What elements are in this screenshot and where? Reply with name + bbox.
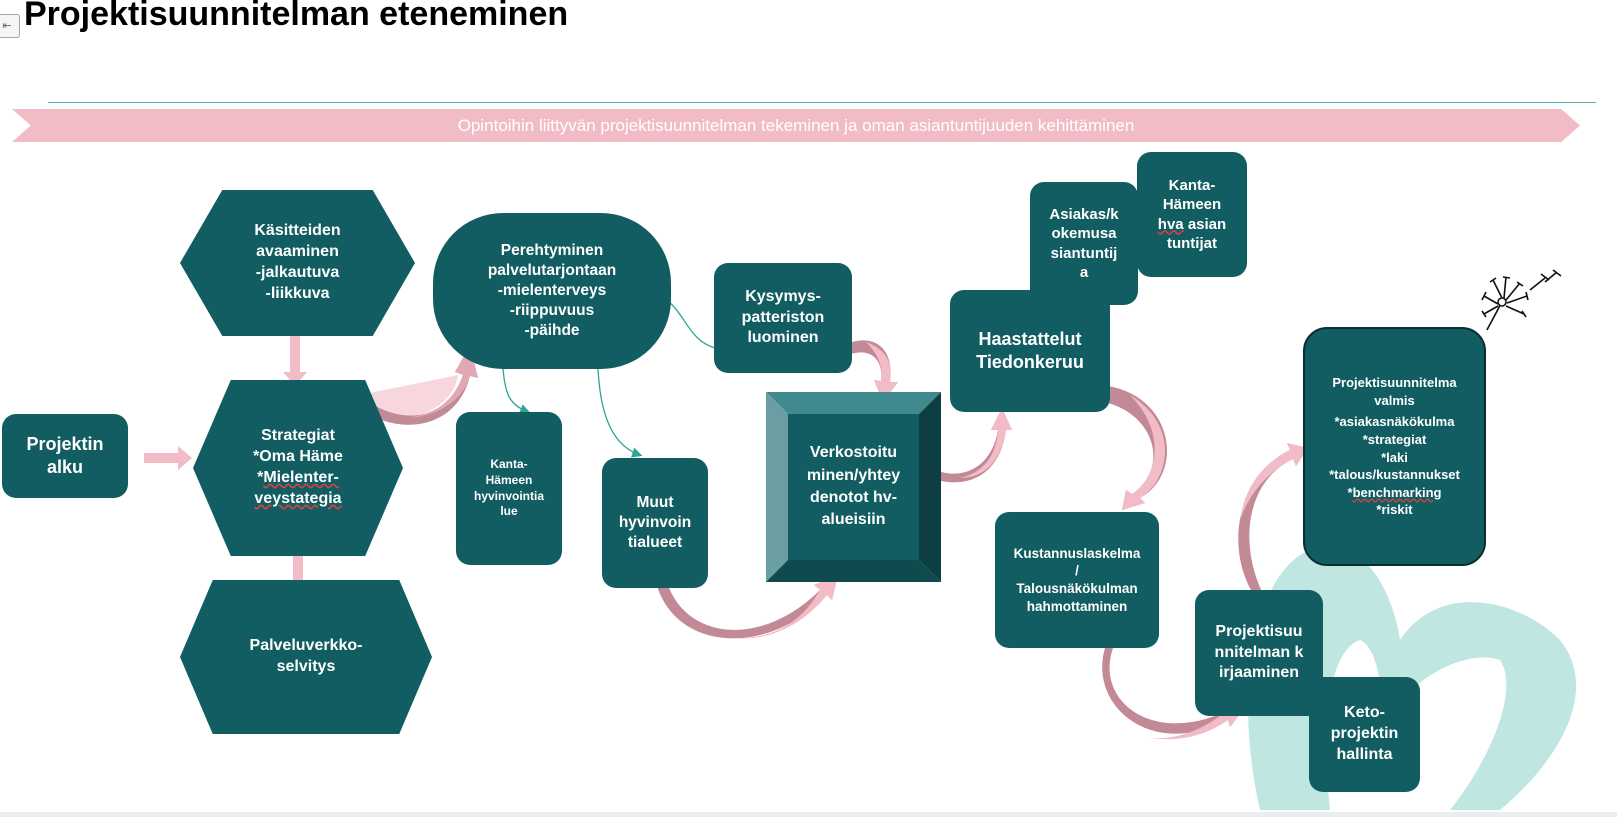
node-valmis: Projektisuunnitelma valmis *asiakasnäkök…: [1303, 327, 1486, 566]
connector-perehtyminen-muut: [597, 367, 643, 458]
dandelion-icon: [1481, 269, 1562, 331]
node-kanta-hva: Kanta- Hämeen hva asian tuntijat: [1137, 152, 1247, 277]
arrow-start-to-strategiat: [144, 446, 192, 470]
node-palveluverkko: Palveluverkko-selvitys: [180, 580, 432, 734]
node-strategiat: Strategiat *Oma Häme *Mielenter- veystat…: [193, 380, 403, 556]
bottom-border: [0, 812, 1617, 817]
arrow-strategiat-palveluverkko: [286, 540, 310, 604]
arrow-muut-verkostoitu: [655, 575, 838, 639]
arrow-kasitteiden-strategiat: [283, 322, 307, 386]
page-title: Projektisuunnitelman eteneminen: [24, 0, 569, 33]
bevel-frame: [766, 392, 941, 582]
banner-arrow: Opintoihin liittyvän projektisuunnitelma…: [12, 109, 1580, 142]
connector-perehtyminen-kanta: [502, 367, 531, 415]
collapse-icon[interactable]: ⇤: [0, 14, 20, 38]
divider-line: [48, 102, 1596, 103]
